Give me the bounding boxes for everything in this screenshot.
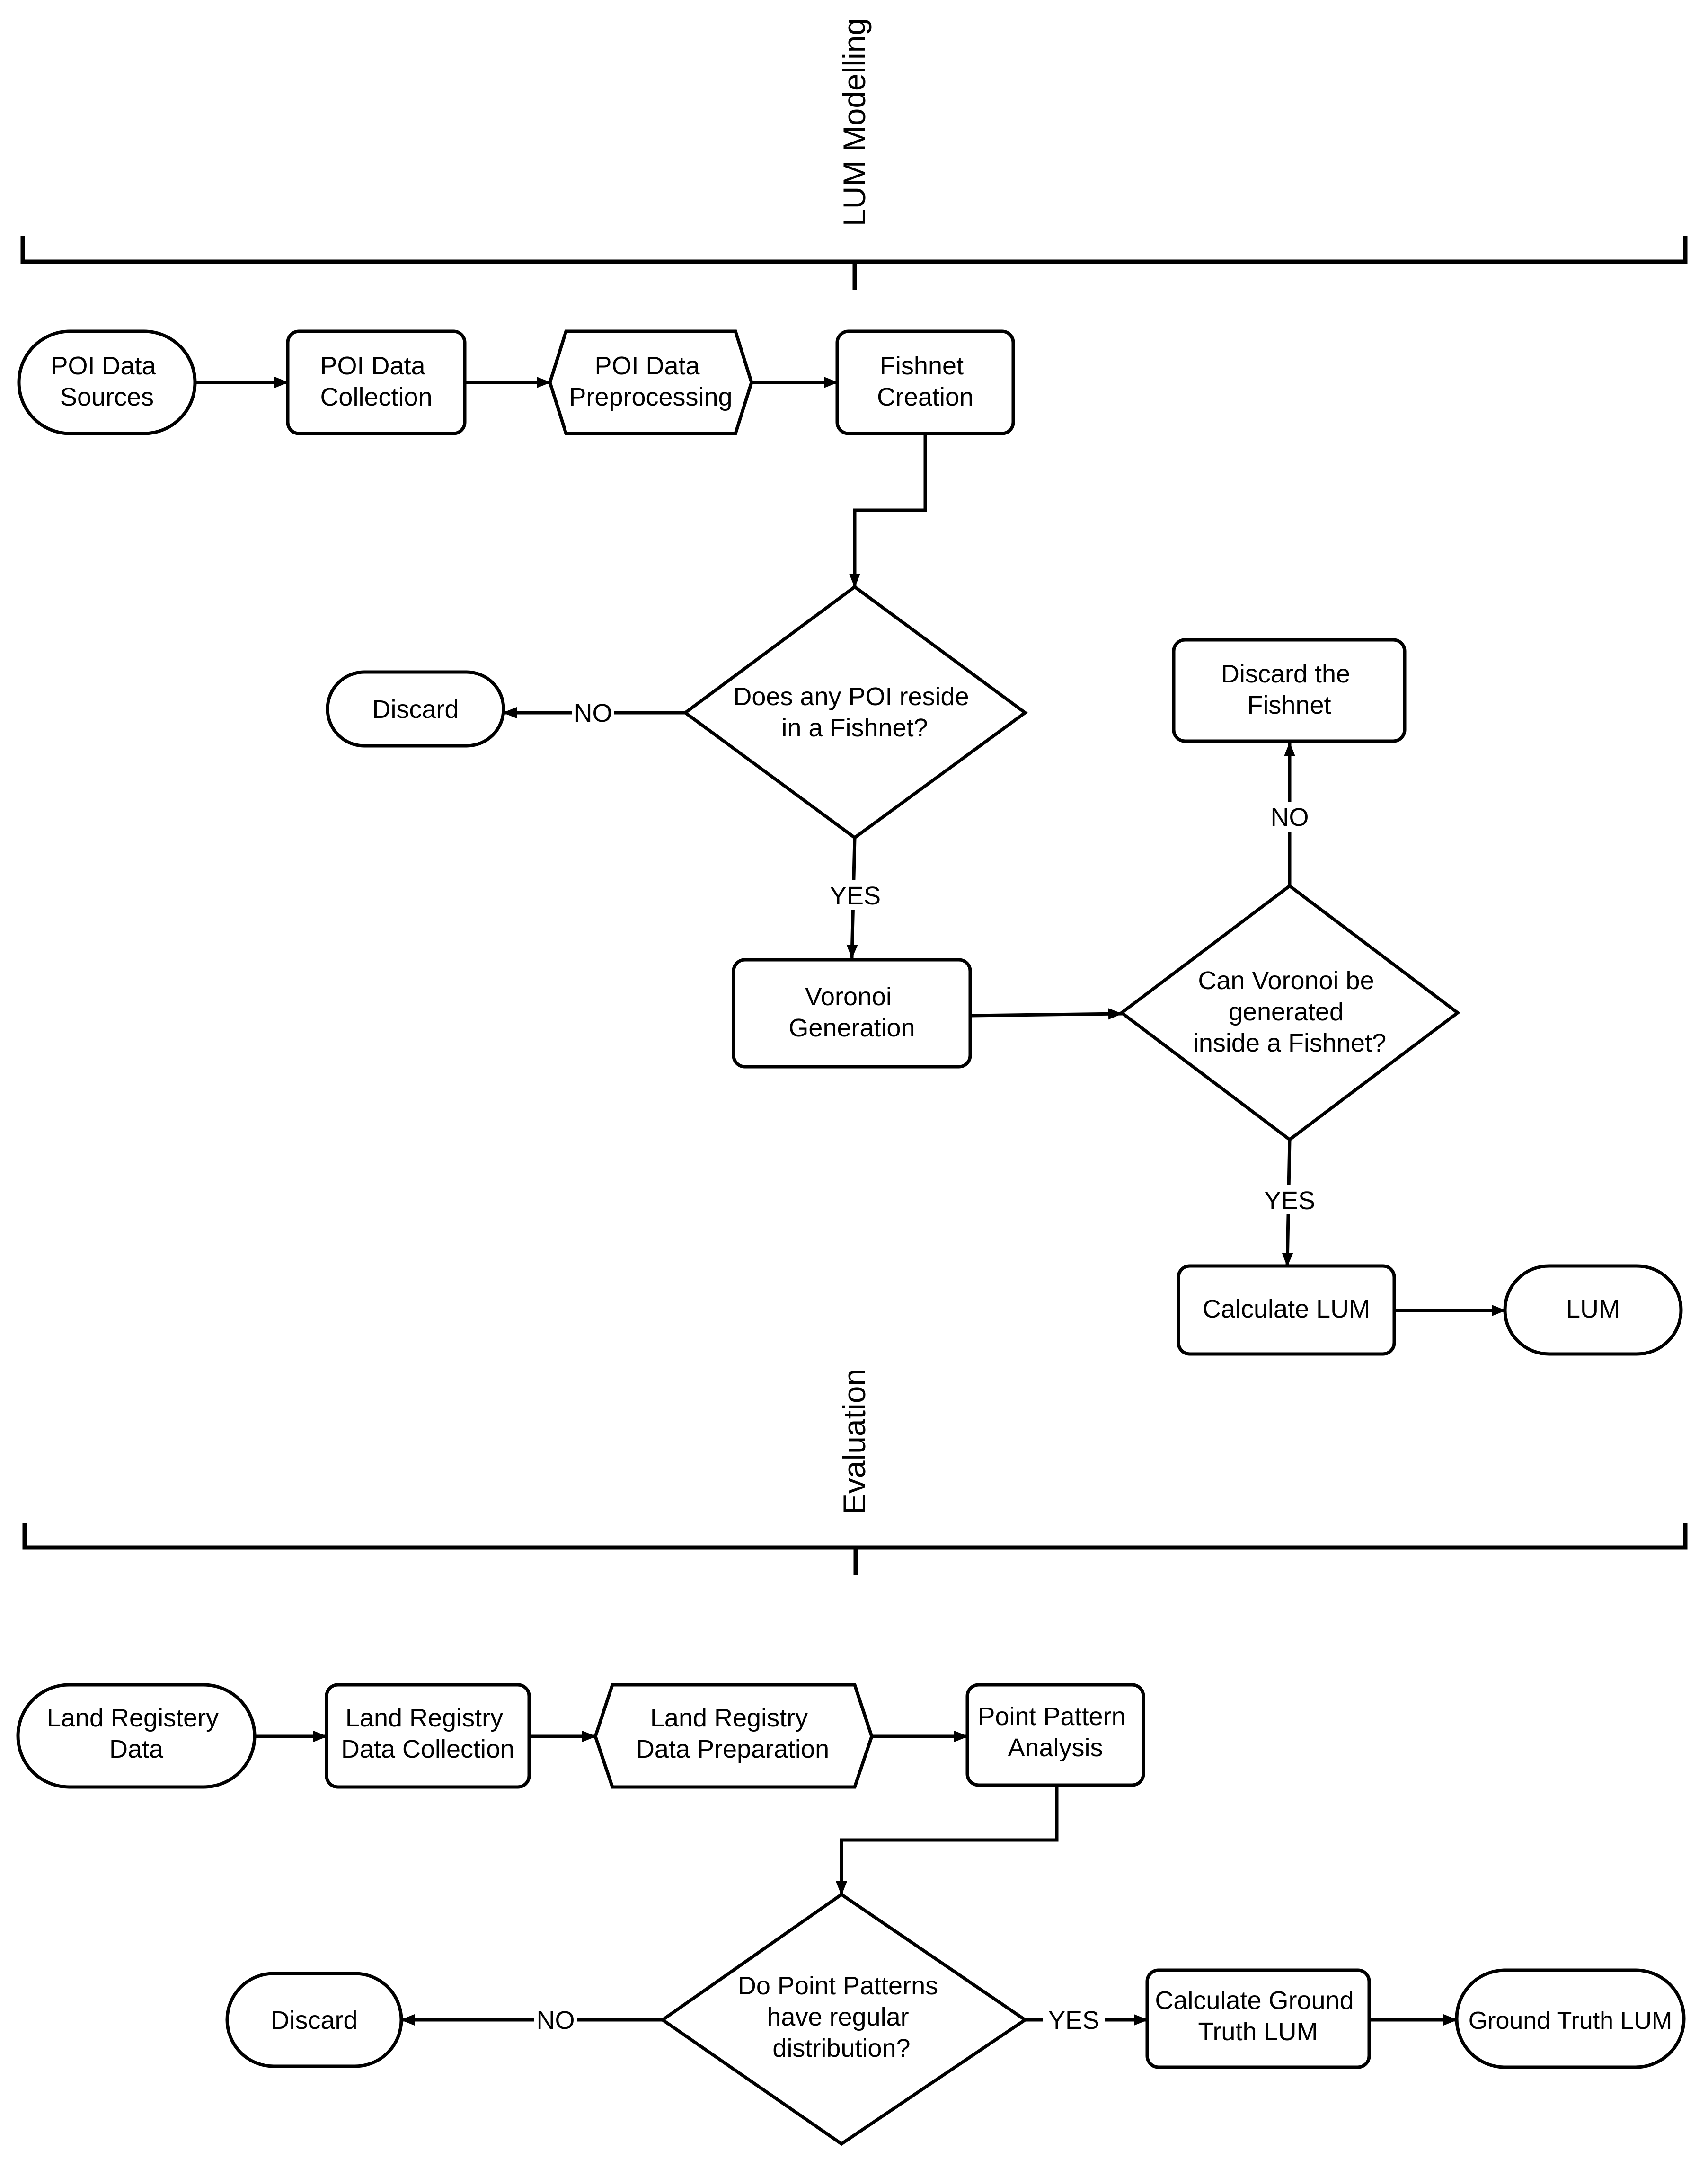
- arrow-voronoi-to-decision2: [970, 1008, 1123, 1020]
- node-land-registry-data-collection: Land Registry Data Collection: [325, 1683, 531, 1789]
- node-label: Point Pattern Analysis: [978, 1702, 1133, 1762]
- node-fishnet-creation: Fishnet Creation: [835, 329, 1015, 435]
- edge-label-no-2: NO: [1268, 802, 1311, 832]
- section-header-evaluation: Evaluation: [22, 1369, 1688, 1575]
- edge-label-yes-1: YES: [827, 880, 883, 910]
- node-discard-the-fishnet: Discard the Fishnet: [1172, 638, 1407, 743]
- svg-text:NO: NO: [574, 699, 612, 727]
- node-label: POI Data Preprocessing: [569, 352, 732, 411]
- node-land-registry-data-preparation: Land Registry Data Preparation: [593, 1683, 874, 1789]
- edge-label-no-3: NO: [534, 2005, 577, 2035]
- arrow-ppa-to-decision3: [836, 1786, 1059, 1895]
- node-voronoi-generation: Voronoi Generation: [732, 958, 972, 1069]
- node-label: POI Data Sources: [51, 352, 163, 411]
- node-poi-data-preprocessing: POI Data Preprocessing: [548, 329, 753, 435]
- node-discard-bottom: Discard: [225, 1972, 403, 2068]
- decision-poi-in-fishnet: Does any POI reside in a Fishnet?: [682, 584, 1028, 840]
- node-label: Voronoi Generation: [788, 982, 915, 1042]
- node-label: Land Registery Data: [47, 1704, 226, 1763]
- svg-text:YES: YES: [1264, 1186, 1315, 1215]
- node-label: Does any POI reside in a Fishnet?: [733, 682, 976, 742]
- node-ground-truth-lum: Ground Truth LUM: [1455, 1968, 1686, 2069]
- svg-text:NO: NO: [1271, 803, 1309, 832]
- node-label: Calculate Ground Truth LUM: [1155, 1986, 1361, 2046]
- node-label: Discard: [271, 2006, 357, 2035]
- node-label: POI Data Collection: [320, 352, 432, 411]
- node-label: Ground Truth LUM: [1469, 2007, 1673, 2035]
- node-label: Calculate LUM: [1203, 1295, 1370, 1323]
- edge-label-no-1: NO: [572, 698, 614, 727]
- section-header-modelling: LUM Modelling: [20, 18, 1688, 290]
- node-label: Do Point Patterns have regular distribut…: [738, 1972, 945, 2062]
- edge-label-yes-2: YES: [1260, 1185, 1319, 1215]
- node-poi-data-sources: POI Data Sources: [17, 329, 197, 435]
- node-label: Land Registry Data Collection: [341, 1704, 514, 1763]
- edge-labels: NO YES NO YES NO YES: [534, 698, 1319, 2035]
- node-poi-data-collection: POI Data Collection: [286, 329, 467, 435]
- edge-label-yes-3: YES: [1043, 2005, 1105, 2035]
- svg-text:YES: YES: [830, 882, 881, 910]
- section-brace-evaluation: [22, 1523, 1688, 1575]
- node-label: Land Registry Data Preparation: [636, 1704, 829, 1763]
- svg-text:NO: NO: [537, 2006, 575, 2035]
- section-title-evaluation: Evaluation: [837, 1369, 872, 1514]
- decision-voronoi-in-fishnet: Can Voronoi be generated inside a Fishne…: [1119, 884, 1460, 1142]
- arrow-fishnet-to-decision: [849, 434, 927, 588]
- node-lum: LUM: [1503, 1264, 1683, 1356]
- node-discard-top: Discard: [326, 670, 505, 748]
- node-calculate-lum: Calculate LUM: [1177, 1264, 1396, 1356]
- node-calculate-ground-truth-lum: Calculate Ground Truth LUM: [1145, 1968, 1371, 2069]
- node-label: Fishnet Creation: [877, 352, 973, 411]
- section-title-modelling: LUM Modelling: [837, 18, 872, 226]
- decision-point-patterns: Do Point Patterns have regular distribut…: [659, 1892, 1028, 2146]
- svg-text:YES: YES: [1048, 2006, 1099, 2035]
- node-point-pattern-analysis: Point Pattern Analysis: [965, 1683, 1145, 1787]
- node-label: Can Voronoi be generated inside a Fishne…: [1193, 966, 1386, 1057]
- node-label: LUM: [1566, 1295, 1620, 1323]
- node-label: Discard the Fishnet: [1221, 660, 1357, 719]
- section-brace-modelling: [20, 236, 1688, 290]
- node-land-registery-data: Land Registery Data: [16, 1683, 257, 1789]
- node-label: Discard: [372, 695, 459, 724]
